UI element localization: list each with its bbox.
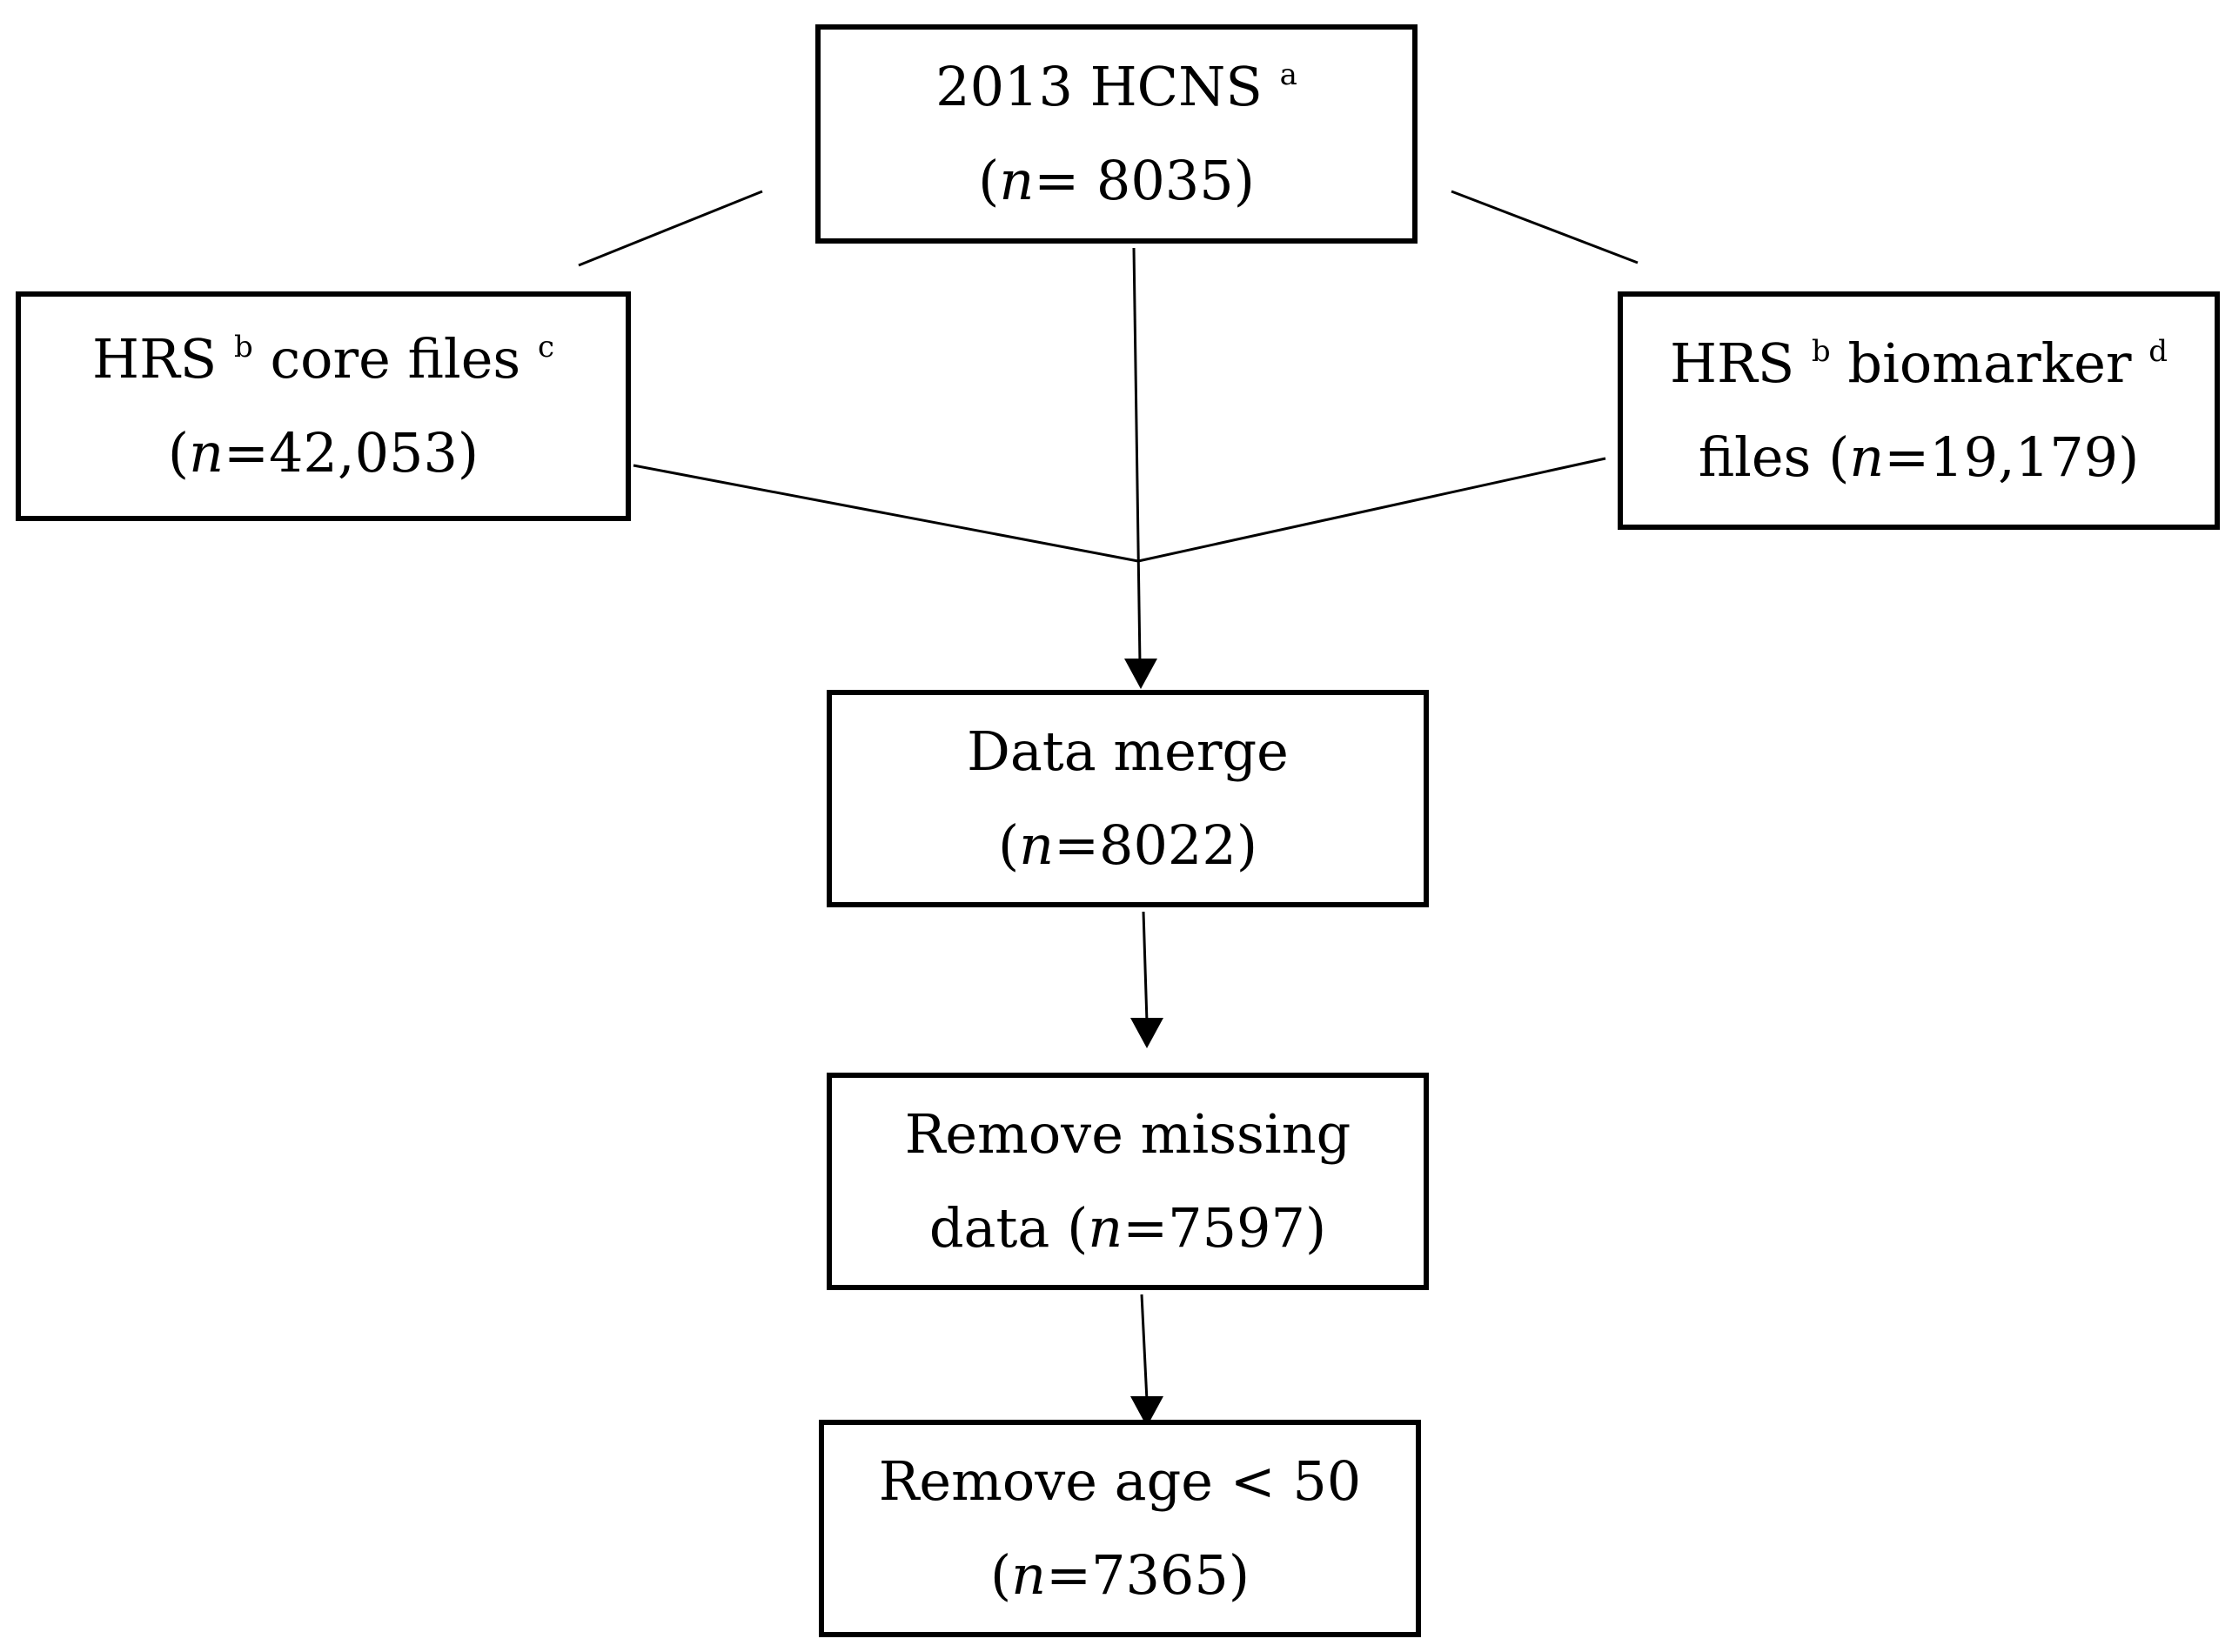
core-title: HRS bbox=[92, 326, 218, 391]
missing-count-line: data (n=7597) bbox=[928, 1196, 1327, 1260]
biomarker-superscript-b: b bbox=[1811, 333, 1831, 369]
remove-age-box: Remove age < 50 (n=7365) bbox=[819, 1420, 1421, 1637]
decorative-line-left bbox=[578, 190, 763, 267]
biomarker-title: HRS bbox=[1669, 331, 1795, 395]
merge-count: =8022) bbox=[1054, 813, 1258, 877]
hcns-count: = 8035) bbox=[1034, 149, 1255, 212]
biomarker-to-merge-line bbox=[1137, 457, 1606, 563]
biomarker-count: =19,179) bbox=[1884, 425, 2140, 489]
core-title-2: core files bbox=[270, 326, 521, 391]
core-to-merge-line bbox=[633, 464, 1139, 563]
n-variable: n bbox=[1011, 1543, 1047, 1607]
n-variable: n bbox=[1088, 1196, 1123, 1260]
missing-to-age-arrow bbox=[1140, 1294, 1149, 1401]
decorative-line-right bbox=[1451, 190, 1639, 264]
merge-title: Data merge bbox=[967, 719, 1289, 783]
core-title-line: HRS b core files c bbox=[92, 312, 554, 407]
hcns-title-line: 2013 HCNS a bbox=[935, 40, 1297, 135]
biomarker-superscript-d: d bbox=[2148, 333, 2168, 369]
hcns-superscript: a bbox=[1279, 57, 1297, 92]
data-merge-box: Data merge (n=8022) bbox=[827, 690, 1429, 907]
age-count: =7365) bbox=[1046, 1543, 1250, 1607]
core-superscript-c: c bbox=[537, 329, 554, 365]
remove-missing-data-box: Remove missing data (n=7597) bbox=[827, 1073, 1429, 1290]
age-count-line: (n=7365) bbox=[989, 1543, 1250, 1607]
biomarker-title-2: biomarker bbox=[1847, 331, 2132, 395]
missing-count: =7597) bbox=[1123, 1196, 1327, 1260]
hcns-to-merge-arrow bbox=[1132, 247, 1142, 665]
core-count: =42,053) bbox=[224, 421, 479, 485]
merge-count-line: (n=8022) bbox=[997, 813, 1258, 877]
missing-to-age-arrowhead bbox=[1130, 1396, 1163, 1427]
age-title: Remove age < 50 bbox=[878, 1448, 1362, 1513]
hrs-biomarker-files-box: HRS b biomarker d files (n=19,179) bbox=[1618, 291, 2220, 530]
biomarker-title-line: HRS b biomarker d bbox=[1670, 317, 2168, 411]
n-variable: n bbox=[1849, 425, 1885, 489]
merge-to-missing-arrowhead bbox=[1130, 1018, 1163, 1048]
hcns-title: 2013 HCNS bbox=[935, 54, 1263, 118]
hrs-core-files-box: HRS b core files c (n=42,053) bbox=[16, 291, 631, 521]
hcns-box: 2013 HCNS a (n= 8035) bbox=[815, 24, 1418, 244]
n-variable: n bbox=[1019, 813, 1055, 877]
missing-title: Remove missing bbox=[904, 1101, 1351, 1166]
hcns-count-line: (n= 8035) bbox=[978, 149, 1255, 212]
biomarker-count-line: files (n=19,179) bbox=[1698, 425, 2140, 489]
n-variable: n bbox=[189, 421, 225, 485]
n-variable: n bbox=[999, 149, 1035, 212]
hcns-to-merge-arrowhead bbox=[1124, 659, 1157, 689]
merge-to-missing-arrow bbox=[1142, 911, 1149, 1023]
core-superscript-b: b bbox=[233, 329, 253, 365]
core-count-line: (n=42,053) bbox=[167, 421, 479, 485]
